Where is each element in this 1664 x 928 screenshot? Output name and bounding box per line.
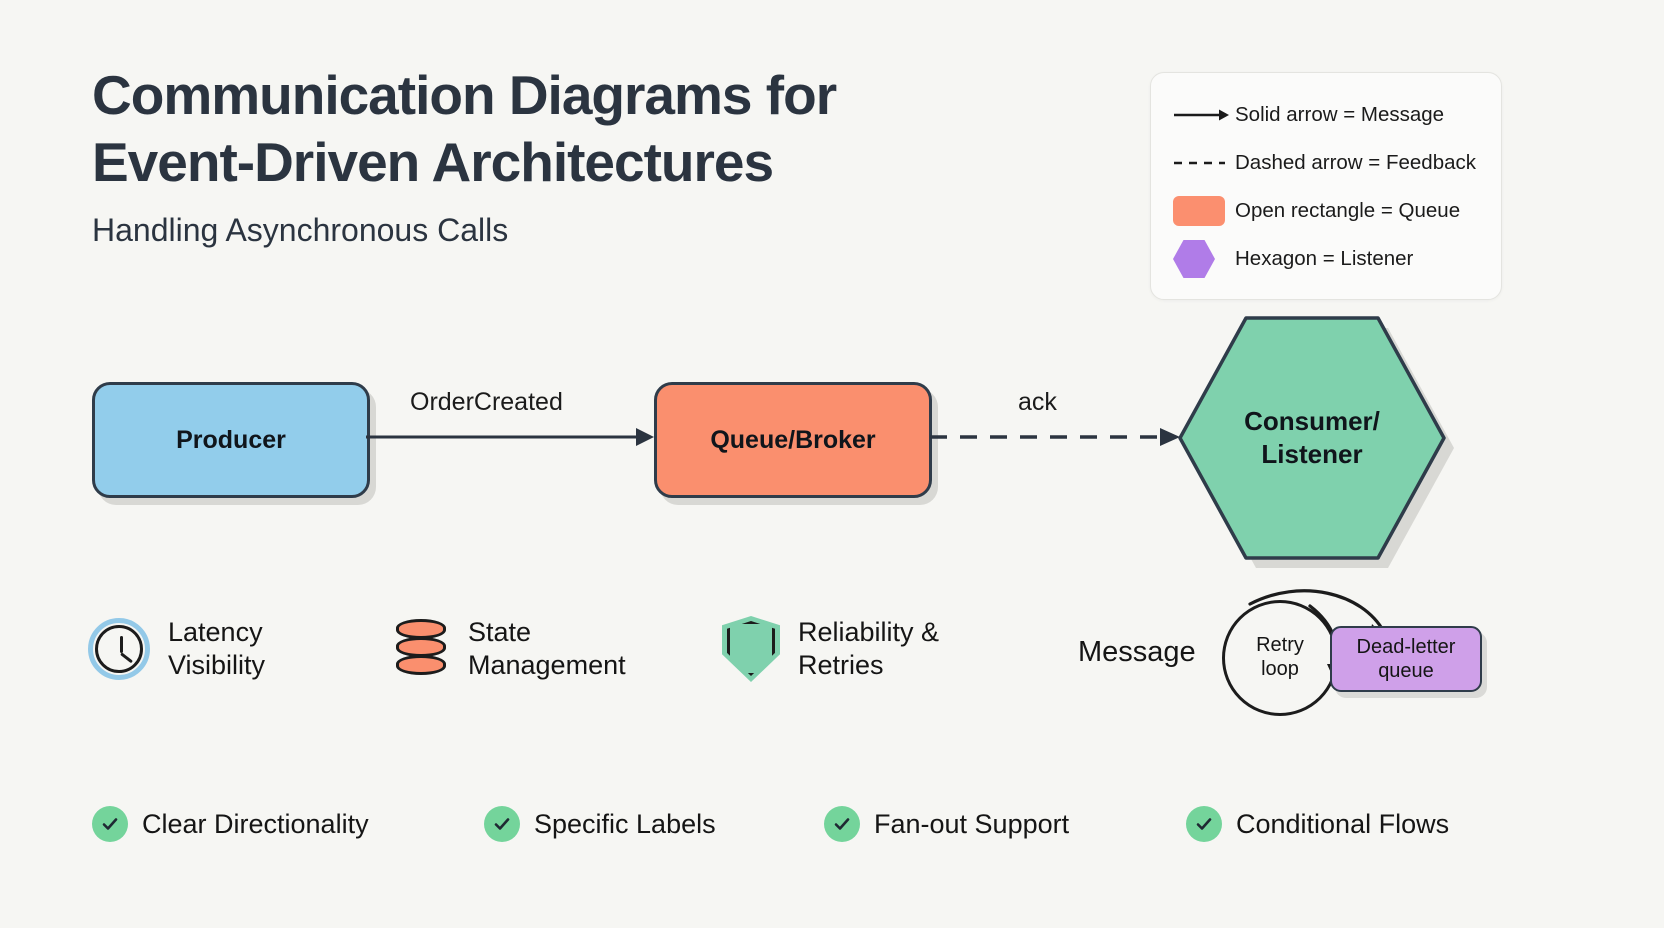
rectangle-swatch-icon [1173,196,1235,226]
legend-item-label: Dashed arrow = Feedback [1235,151,1477,174]
solid-arrow-icon [1173,107,1235,123]
dead-letter-queue-label: Dead-letter queue [1356,636,1456,682]
feature-latency-visibility: Latency Visibility [88,616,265,682]
node-producer-label: Producer [176,425,286,454]
legend-item-rectangle: Open rectangle = Queue [1173,187,1485,235]
feature-label: Latency Visibility [168,617,266,680]
page-subtitle: Handling Asynchronous Calls [92,212,509,249]
dead-letter-queue-box[interactable]: Dead-letter queue [1330,626,1482,692]
check-icon [92,806,128,842]
retry-loop-circle: Retry loop [1222,600,1338,716]
node-queue-broker[interactable]: Queue/Broker [654,382,932,498]
checklist-item-label: Specific Labels [534,808,716,839]
edge-producer-to-queue [366,428,654,446]
dashed-arrow-icon [1173,155,1235,171]
legend-item-solid-arrow: Solid arrow = Message [1173,91,1485,139]
feature-label: Reliability & Retries [798,617,940,680]
legend-item-label: Hexagon = Listener [1235,247,1414,270]
check-icon [484,806,520,842]
legend-item-dashed-arrow: Dashed arrow = Feedback [1173,139,1485,187]
node-consumer-listener[interactable]: Consumer/ Listener [1180,318,1444,558]
hexagon-swatch-icon [1173,240,1235,278]
edge-label-ack: ack [1018,388,1057,416]
feature-state-management: State Management [392,616,626,682]
checklist-item-label: Fan-out Support [874,808,1070,839]
retry-loop-label: Retry loop [1256,634,1304,680]
clock-icon [88,617,150,680]
node-queue-broker-label: Queue/Broker [710,425,876,454]
header-block: Communication Diagrams for Event-Driven … [92,62,837,249]
edge-label-ordercreated: OrderCreated [410,388,563,416]
feature-reliability-retries: Reliability & Retries [722,616,939,682]
edge-queue-to-consumer [930,428,1180,446]
legend-panel: Solid arrow = Message Dashed arrow = Fee… [1150,72,1502,300]
checklist-item-label: Clear Directionality [142,808,369,839]
page-title: Communication Diagrams for Event-Driven … [92,64,837,194]
feature-label: State Management [468,617,626,680]
node-consumer-listener-label: Consumer/ Listener [1244,405,1380,469]
node-producer[interactable]: Producer [92,382,370,498]
check-icon [824,806,860,842]
checklist-item-specific-labels: Specific Labels [484,806,716,842]
legend-item-label: Open rectangle = Queue [1235,199,1461,222]
check-icon [1186,806,1222,842]
checklist-item-conditional-flows: Conditional Flows [1186,806,1449,842]
legend-item-label: Solid arrow = Message [1235,103,1445,126]
checklist-item-fan-out-support: Fan-out Support [824,806,1069,842]
shield-icon [722,616,780,682]
database-icon [392,617,450,681]
message-label: Message [1078,636,1196,668]
checklist-item-label: Conditional Flows [1236,808,1450,839]
checklist-item-clear-directionality: Clear Directionality [92,806,369,842]
legend-item-hexagon: Hexagon = Listener [1173,235,1485,283]
